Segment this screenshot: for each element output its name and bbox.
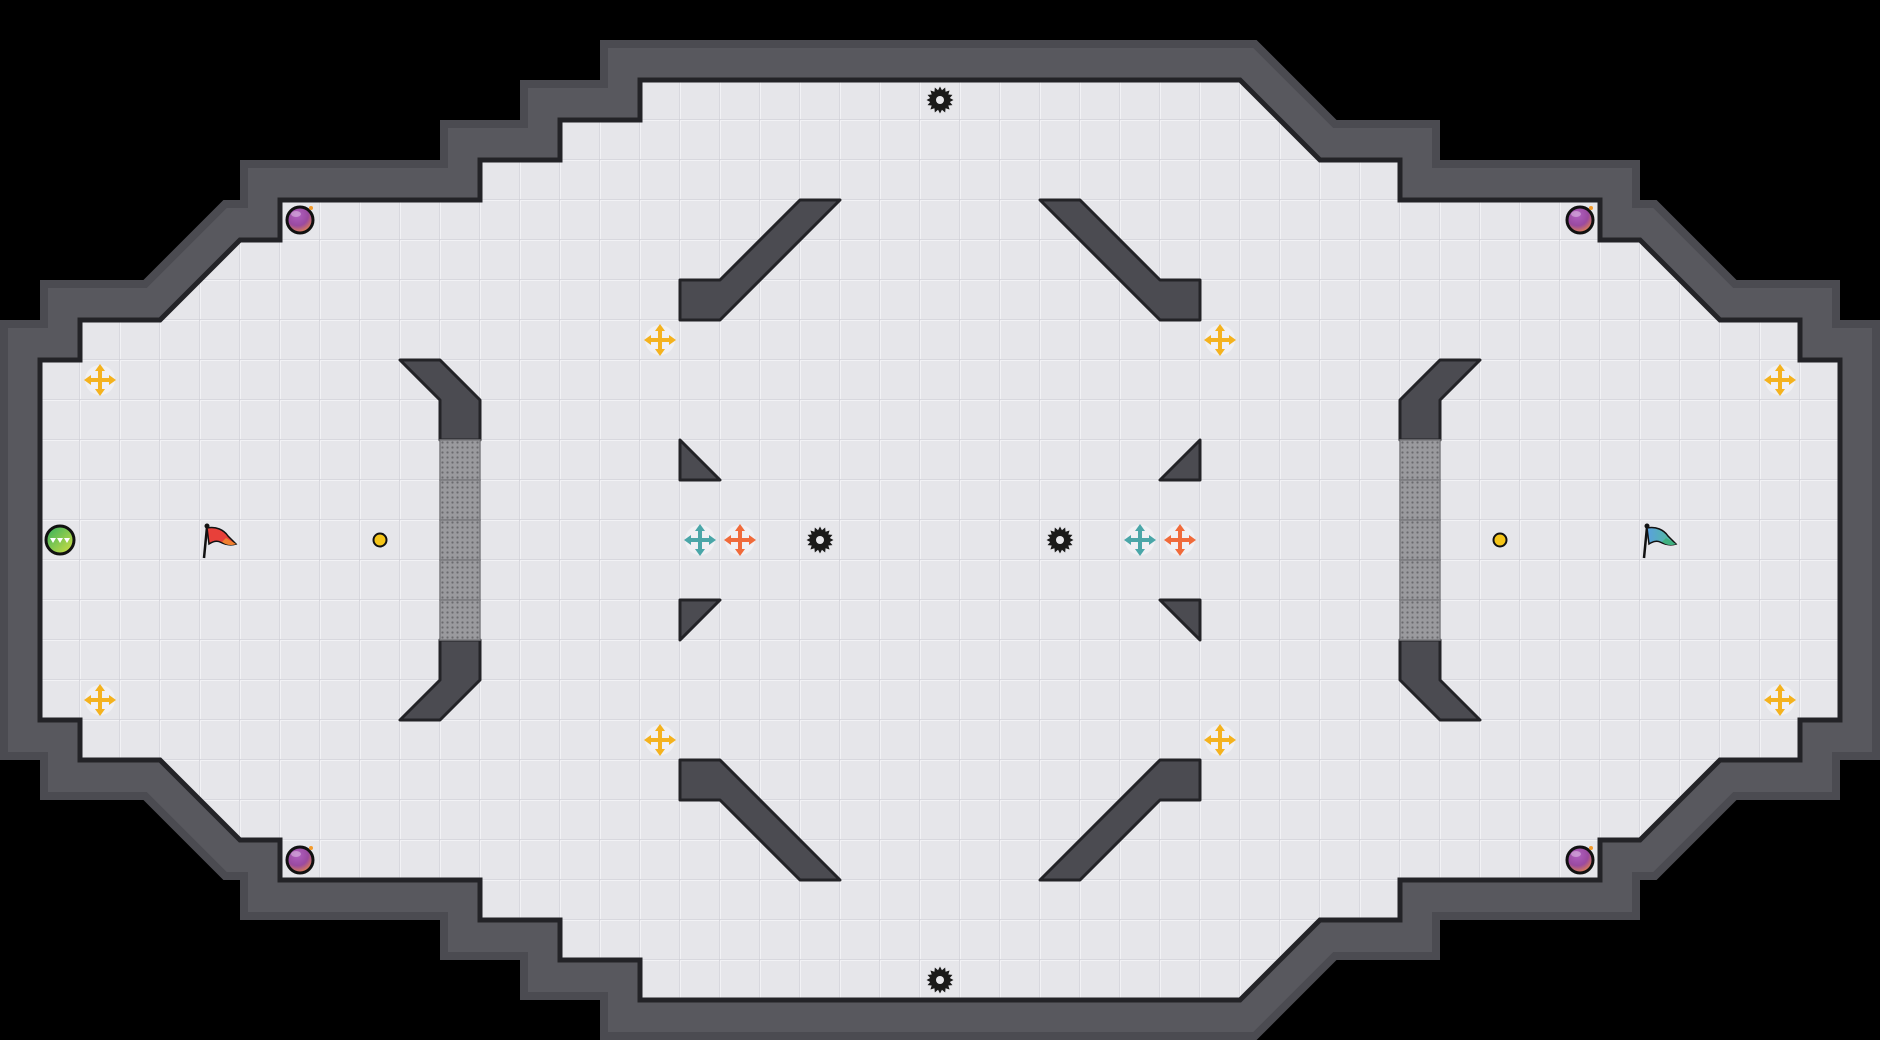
diagonal-wall	[678, 198, 842, 322]
gate-tile	[1399, 519, 1441, 561]
spike-icon	[926, 86, 954, 114]
floor	[37, 77, 1843, 1003]
bomb-icon	[1565, 205, 1595, 235]
blue-boost-icon	[1124, 524, 1156, 556]
neutral-boost-icon	[1204, 324, 1236, 356]
red-boost-icon	[1164, 524, 1196, 556]
diagonal-wall	[1038, 198, 1202, 322]
neutral-boost-icon	[84, 364, 116, 396]
token-dot	[1492, 532, 1508, 548]
neutral-boost-icon	[644, 724, 676, 756]
gate-tile	[1399, 479, 1441, 521]
gate-tile	[439, 479, 481, 521]
spike-icon	[1046, 526, 1074, 554]
gate-tile	[439, 519, 481, 561]
gate-tile	[439, 599, 481, 641]
gate-tile	[439, 439, 481, 481]
walls-layer	[0, 40, 1880, 1040]
gate-tile	[439, 559, 481, 601]
gate-tile	[1399, 599, 1441, 641]
blue-boost-icon	[684, 524, 716, 556]
neutral-boost-icon	[1204, 724, 1236, 756]
gate-tile	[1399, 439, 1441, 481]
triangle-wall	[678, 598, 722, 642]
bomb-icon	[1565, 845, 1595, 875]
spike-icon	[806, 526, 834, 554]
diagonal-wall	[678, 758, 842, 882]
triangle-wall	[1158, 438, 1202, 482]
player-ball	[44, 524, 76, 556]
token-dot	[372, 532, 388, 548]
red-flag-icon	[202, 523, 238, 559]
triangle-wall	[678, 438, 722, 482]
objects-layer	[44, 86, 1796, 994]
red-boost-icon	[724, 524, 756, 556]
spike-icon	[926, 966, 954, 994]
diagonal-wall	[1038, 758, 1202, 882]
gate-tile	[1399, 559, 1441, 601]
triangle-wall	[1158, 598, 1202, 642]
bomb-icon	[285, 205, 315, 235]
neutral-boost-icon	[644, 324, 676, 356]
neutral-boost-icon	[1764, 684, 1796, 716]
bomb-icon	[285, 845, 315, 875]
neutral-boost-icon	[1764, 364, 1796, 396]
blue-flag-icon	[1642, 523, 1678, 559]
neutral-boost-icon	[84, 684, 116, 716]
